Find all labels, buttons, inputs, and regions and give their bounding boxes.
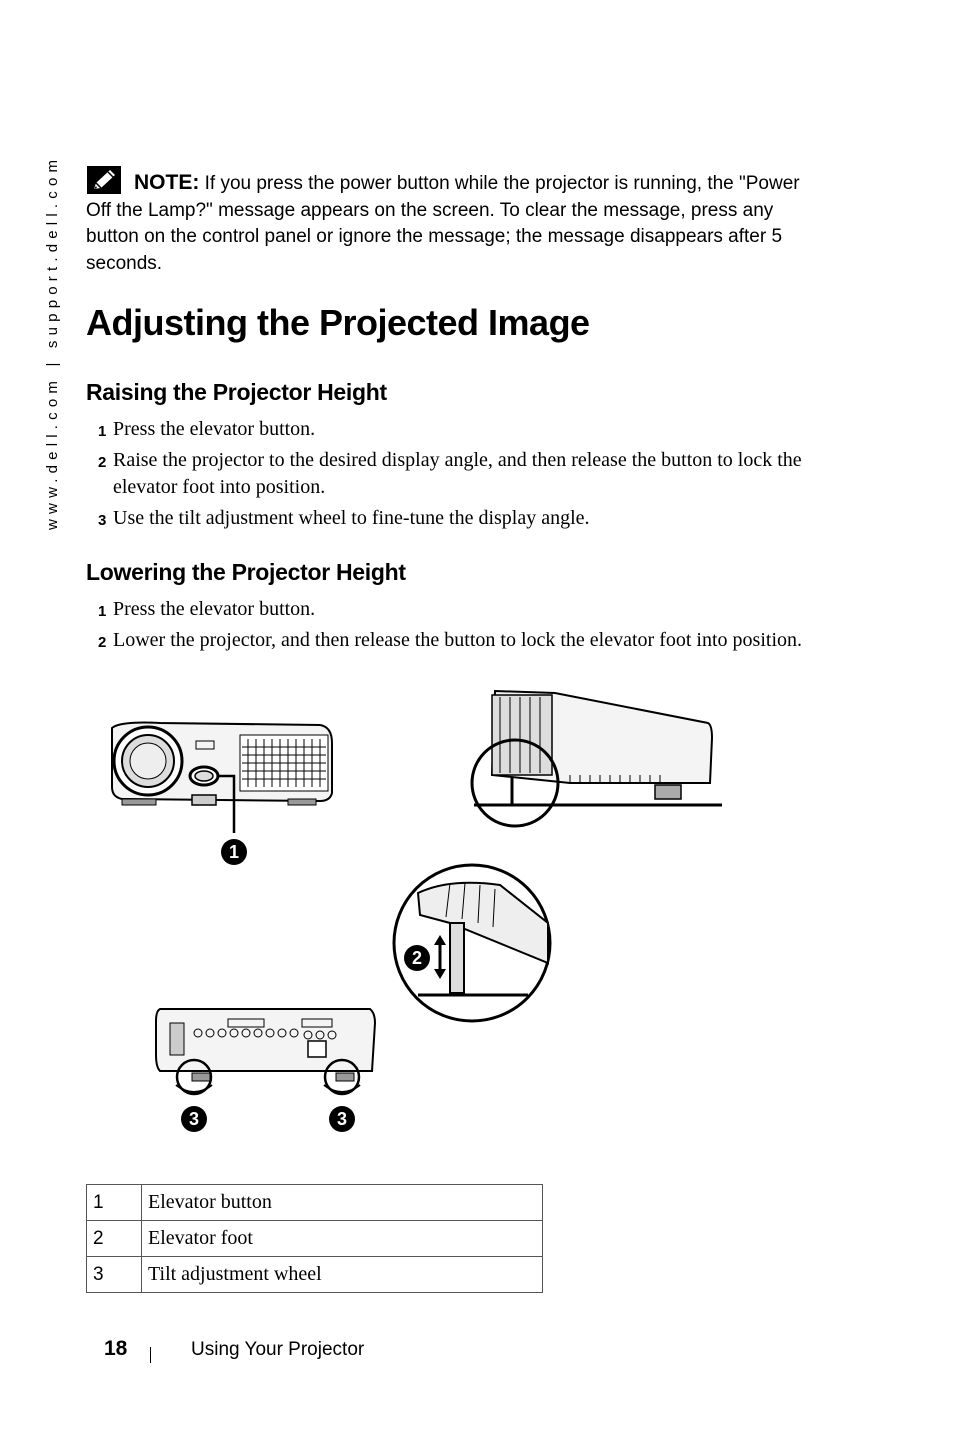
step-number: 2 — [98, 454, 107, 471]
pencil-note-icon — [87, 166, 121, 194]
elevator-foot-detail — [392, 863, 552, 1023]
step-text: Press the elevator button. — [113, 598, 316, 620]
note-text: If you press the power button while the … — [86, 173, 800, 274]
legend-label: Elevator foot — [141, 1220, 543, 1257]
projector-rear-view — [155, 1008, 377, 1096]
callout-1-icon: 1 — [221, 839, 247, 865]
projector-illustration: 1 — [111, 689, 722, 1132]
step-number: 1 — [98, 423, 107, 440]
table-row: 2 Elevator foot — [86, 1220, 543, 1257]
callout-3-left-icon: 3 — [181, 1106, 207, 1132]
list-item: 2 Lower the projector, and then release t… — [98, 627, 818, 654]
callout-2-label: 2 — [412, 948, 422, 968]
table-row: 3 Tilt adjustment wheel — [86, 1256, 543, 1293]
callout-1-label: 1 — [229, 842, 239, 862]
step-text: Use the tilt adjustment wheel to fine-tu… — [113, 507, 590, 529]
projector-side-view — [470, 689, 722, 828]
callout-3-right-label: 3 — [337, 1109, 347, 1129]
callout-3-left-label: 3 — [189, 1109, 199, 1129]
projector-front-view — [111, 721, 333, 833]
lowering-steps: 1 Press the elevator button. 2 Lower the p… — [98, 596, 818, 658]
callout-3-right-icon: 3 — [329, 1106, 355, 1132]
step-number: 3 — [98, 512, 107, 529]
raising-steps: 1 Press the elevator button. 2 Raise the p… — [98, 416, 818, 536]
step-number: 2 — [98, 634, 107, 651]
legend-label: Elevator button — [141, 1184, 543, 1221]
raising-heading: Raising the Projector Height — [86, 379, 387, 405]
legend-number: 1 — [86, 1184, 142, 1221]
legend-number: 3 — [86, 1256, 142, 1293]
step-text: Lower the projector, and then release th… — [113, 629, 802, 651]
section-title: Using Your Projector — [191, 1339, 365, 1360]
legend-label: Tilt adjustment wheel — [141, 1256, 543, 1293]
note: NOTE: If you press the power button whil… — [86, 165, 826, 277]
page-title: Adjusting the Projected Image — [86, 302, 590, 343]
legend-number: 2 — [86, 1220, 142, 1257]
table-row: 1 Elevator button — [86, 1184, 543, 1221]
page-number: 18 — [104, 1337, 128, 1360]
lowering-heading: Lowering the Projector Height — [86, 559, 406, 585]
note-label: NOTE: — [134, 171, 200, 194]
callout-2-icon: 2 — [404, 945, 430, 971]
step-text: Press the elevator button. — [113, 418, 316, 440]
step-number: 1 — [98, 603, 107, 620]
list-item: 1 Press the elevator button. — [98, 416, 818, 443]
list-item: 2 Raise the projector to the desired disp… — [98, 447, 818, 501]
footer-divider — [150, 1347, 151, 1363]
callout-legend-table: 1 Elevator button 2 Elevator foot 3 Tilt… — [86, 1184, 543, 1293]
step-text: Raise the projector to the desired displ… — [113, 449, 802, 498]
side-url: www.dell.com | support.dell.com — [44, 154, 61, 530]
list-item: 1 Press the elevator button. — [98, 596, 818, 623]
list-item: 3 Use the tilt adjustment wheel to fine-t… — [98, 505, 818, 532]
